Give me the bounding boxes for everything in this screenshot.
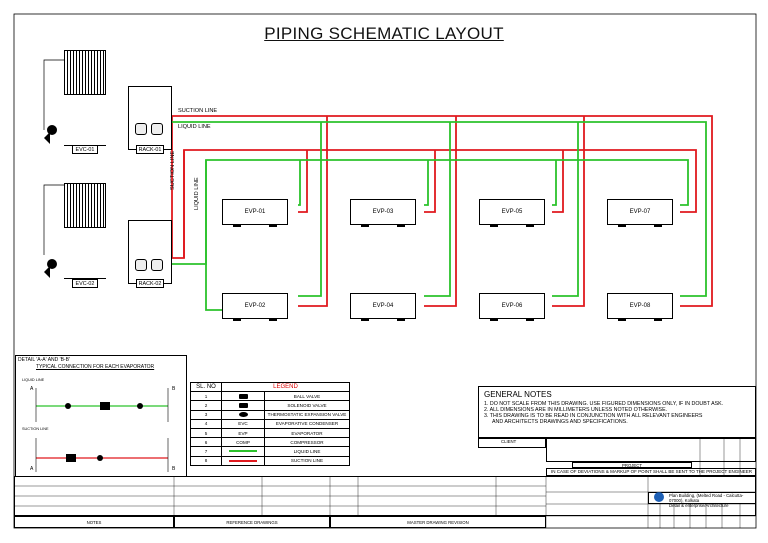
note-item: 1. DO NOT SCALE FROM THIS DRAWING. USE F… (484, 401, 724, 407)
client-cell: CLIENT (478, 438, 546, 448)
note-item: 3. THIS DRAWING IS TO BE READ IN CONJUNC… (484, 413, 703, 419)
page-title: PIPING SCHEMATIC LAYOUT (264, 24, 504, 43)
evc-01-tag: EVC-01 (72, 145, 98, 154)
compressor-rack-2 (128, 220, 172, 284)
compressor-rack-1 (128, 86, 172, 150)
detail-a-top: A (30, 386, 34, 392)
detail-subtitle: TYPICAL CONNECTION FOR EACH EVAPORATOR (36, 364, 155, 370)
note-item: AND ARCHITECTS DRAWINGS AND SPECIFICATIO… (492, 419, 628, 425)
evaporator-08: EVP-08 (607, 293, 673, 321)
detail-b-top: B (172, 386, 176, 392)
compressor-icon (151, 123, 163, 135)
notes-footer: NOTES (14, 516, 174, 528)
client-block (546, 438, 756, 462)
liquid-line-label: LIQUID LINE (178, 124, 211, 130)
company-info: Plan Building, (Melted Road - Calcutta-0… (648, 492, 756, 508)
general-notes: GENERAL NOTES 1. DO NOT SCALE FROM THIS … (478, 386, 756, 438)
rack-02-tag: RACK-02 (136, 279, 164, 288)
detail-b-bottom: B (172, 466, 176, 472)
detail-diagram (35, 388, 169, 472)
suction-line-label: SUCTION LINE (178, 108, 218, 114)
evaporative-condenser-2 (64, 183, 106, 279)
evaporator-02: EVP-02 (222, 293, 288, 321)
compressor-icon (135, 259, 147, 271)
notes-heading: GENERAL NOTES (484, 390, 552, 399)
project-cell: PROJECT (572, 462, 692, 468)
detail-a-bottom: A (30, 466, 34, 472)
evaporator-01: EVP-01 (222, 199, 288, 227)
master-revision-footer: MASTER DRAWING REVISION (330, 516, 546, 528)
detail-title: DETAIL 'A-A' AND 'B-B' (18, 357, 70, 363)
company-logo-icon (654, 492, 664, 502)
rack-01-tag: RACK-01 (136, 145, 164, 154)
evaporator-04: EVP-04 (350, 293, 416, 321)
reference-drawings-footer: REFERENCE DRAWINGS (174, 516, 330, 528)
evaporator-06: EVP-06 (479, 293, 545, 321)
legend-description: SUCTION LINE (264, 455, 350, 466)
evaporator-05: EVP-05 (479, 199, 545, 227)
evc-02-tag: EVC-02 (72, 279, 98, 288)
evaporative-condenser-1 (64, 50, 106, 146)
evaporator-07: EVP-07 (607, 199, 673, 227)
evaporator-03: EVP-03 (350, 199, 416, 227)
detail-liquid-label: LIQUID LINE (22, 378, 45, 382)
deviation-note: IN CASE OF DEVIATIONS & MARKUP OF POINT … (546, 468, 756, 476)
detail-suction-label: SUCTION LINE (22, 427, 49, 431)
compressor-icon (151, 259, 163, 271)
compressor-icon (135, 123, 147, 135)
note-item: 2. ALL DIMENSIONS ARE IN MILLIMETERS UNL… (484, 407, 668, 413)
